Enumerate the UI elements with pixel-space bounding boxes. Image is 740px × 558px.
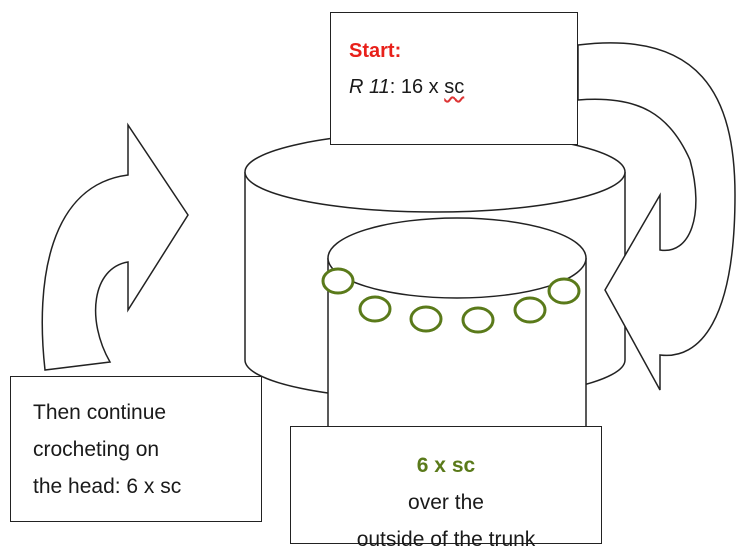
trunk-line-1-rest: over the — [408, 491, 484, 514]
row-text: : 16 x — [389, 76, 445, 98]
trunk-line-1: 6 x sc over the — [291, 447, 601, 521]
start-instruction-box: Start: R 11: 16 x sc — [330, 12, 578, 145]
row-instruction: R 11: 16 x sc — [349, 76, 464, 98]
stitch-count: 6 x sc — [416, 454, 476, 477]
crochet-diagram — [41, 42, 736, 431]
stitch-marker — [358, 295, 392, 323]
start-title: Start: — [349, 40, 402, 62]
stitch-marker — [513, 296, 547, 324]
stitch-marker — [547, 277, 581, 305]
continue-instruction-box: Then continue crocheting on the head: 6 … — [10, 376, 262, 522]
stitch-marker — [461, 306, 495, 334]
continue-line-3: the head: 6 x sc — [33, 475, 182, 498]
trunk-instruction-box: 6 x sc over the outside of the trunk — [290, 426, 602, 551]
stitch-marker — [321, 267, 355, 295]
stitch-markers — [321, 267, 581, 334]
trunk-cylinder — [327, 217, 587, 431]
continue-line-1: Then continue — [33, 401, 167, 424]
stitch-marker — [409, 305, 443, 333]
right-curved-arrow — [577, 42, 736, 391]
left-curved-arrow — [41, 122, 189, 371]
continue-line-2: crocheting on — [33, 438, 160, 461]
row-label: R 11 — [349, 76, 390, 98]
stitch-abbrev: sc — [444, 76, 465, 98]
